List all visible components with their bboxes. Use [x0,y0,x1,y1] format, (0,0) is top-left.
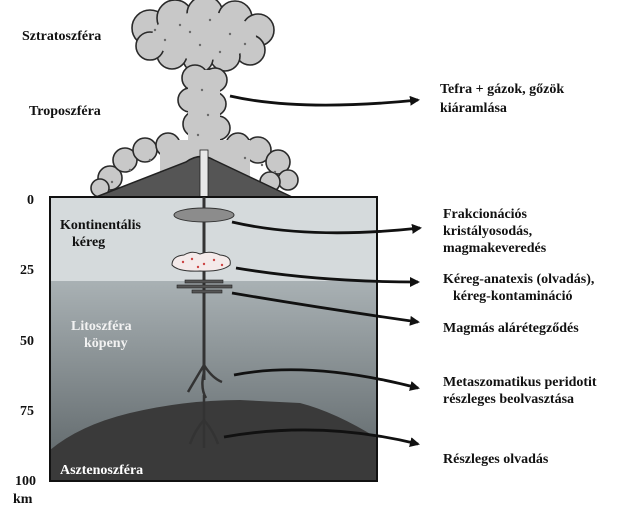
label-crustal-anatexis: Kéreg-anatexis (olvadás), kéreg-kontamin… [443,272,598,304]
depth-tick-0: 0 [27,193,34,208]
depth-tick-75: 75 [20,404,34,419]
label-metasomatic: Metaszomatikus peridotit részleges beolv… [443,375,600,407]
depth-unit: km [13,492,33,507]
label-underplating: Magmás alárétegződés [443,321,579,336]
depth-tick-100: 100 [15,474,36,489]
asthenosphere-label: Asztenoszféra [60,463,143,478]
depth-tick-50: 50 [20,334,34,349]
process-labels: Tefra + gázok, gőzök kiáramlása Frakcion… [440,82,600,467]
depth-tick-25: 25 [20,263,34,278]
arrow-tephra [230,96,418,105]
upper-magma-chamber [174,208,234,222]
label-partial-melting: Részleges olvadás [443,452,549,467]
depth-axis: 0 25 50 75 100 km [13,193,36,507]
troposphere-label: Troposzféra [29,104,101,119]
label-tephra: Tefra + gázok, gőzök kiáramlása [440,82,568,116]
crustal-melt-zone [172,252,230,271]
stratosphere-label: Sztratoszféra [22,29,101,44]
volcano-vent [200,150,208,198]
label-fractionation: Frakcionációs kristályosodás, magmakever… [443,207,547,256]
